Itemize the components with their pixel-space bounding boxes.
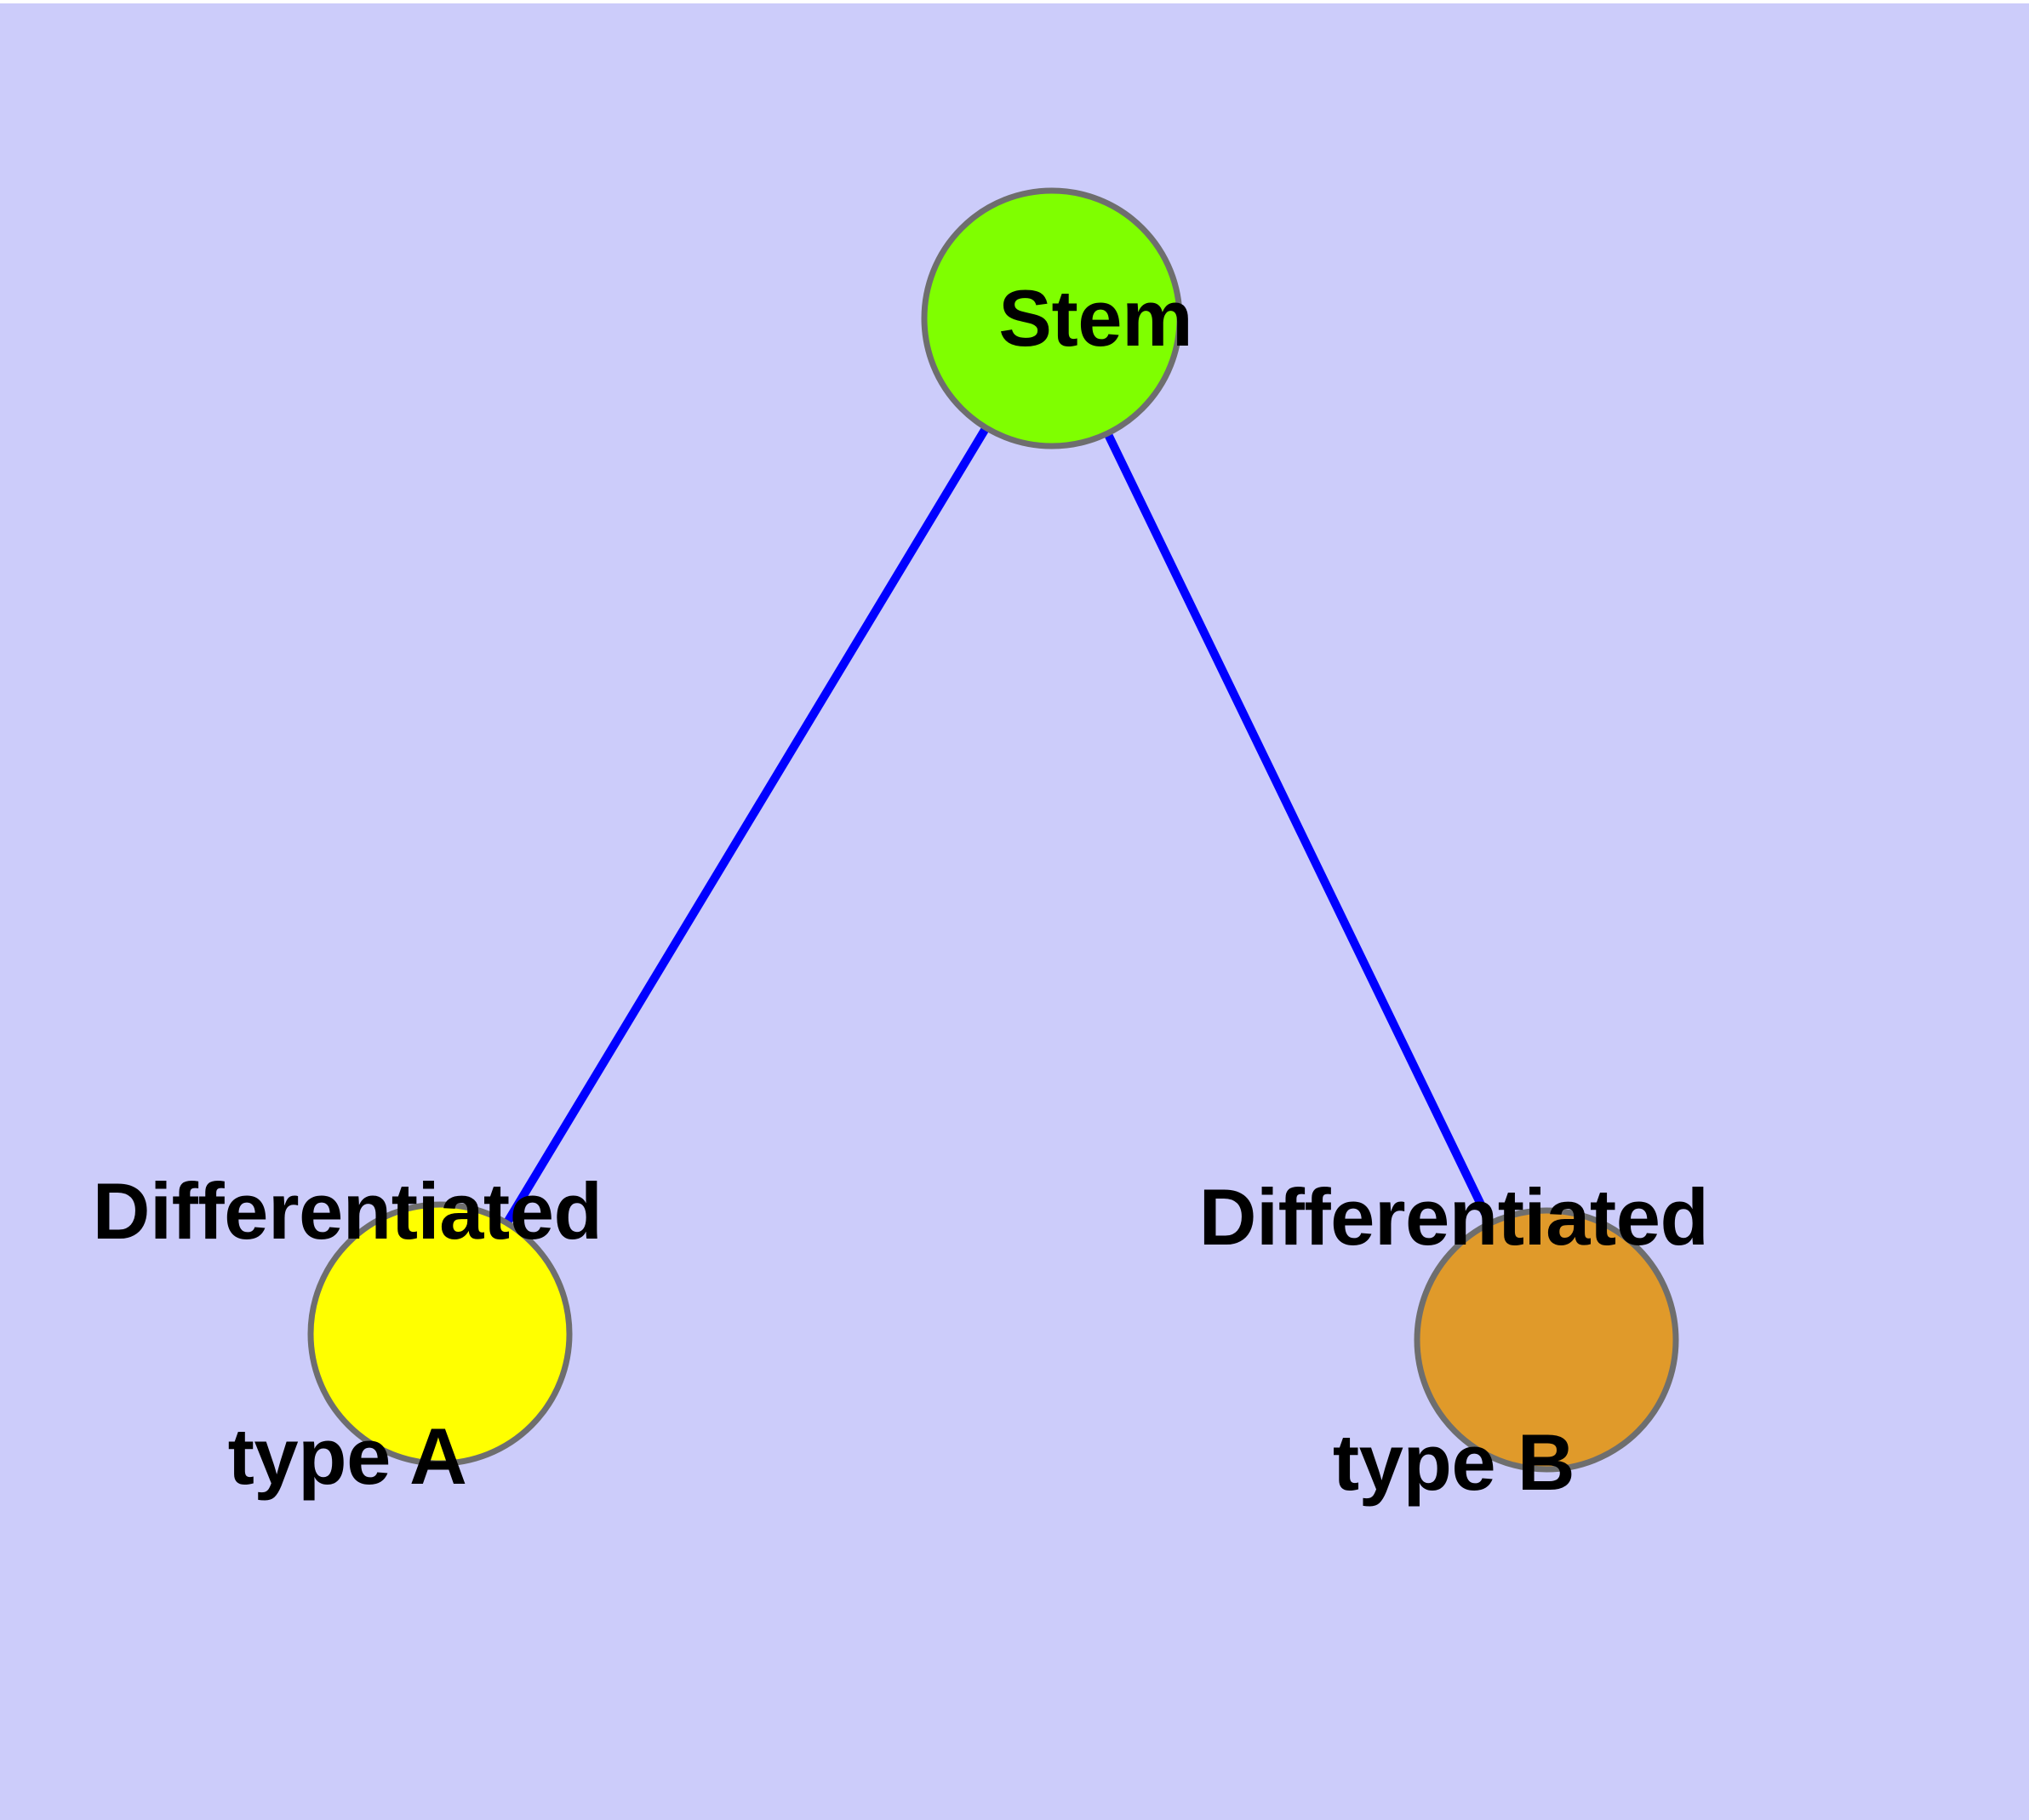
node-differentiated-type-b[interactable] <box>1414 1207 1679 1473</box>
node-layer <box>307 187 1679 1473</box>
node-differentiated-type-a[interactable] <box>307 1201 573 1467</box>
node-stem[interactable] <box>921 187 1183 449</box>
edge-stem-to-differentiated-type-b <box>1048 316 1551 1342</box>
edge-stem-to-differentiated-type-a <box>436 316 1056 1336</box>
edge-layer <box>436 316 1551 1342</box>
